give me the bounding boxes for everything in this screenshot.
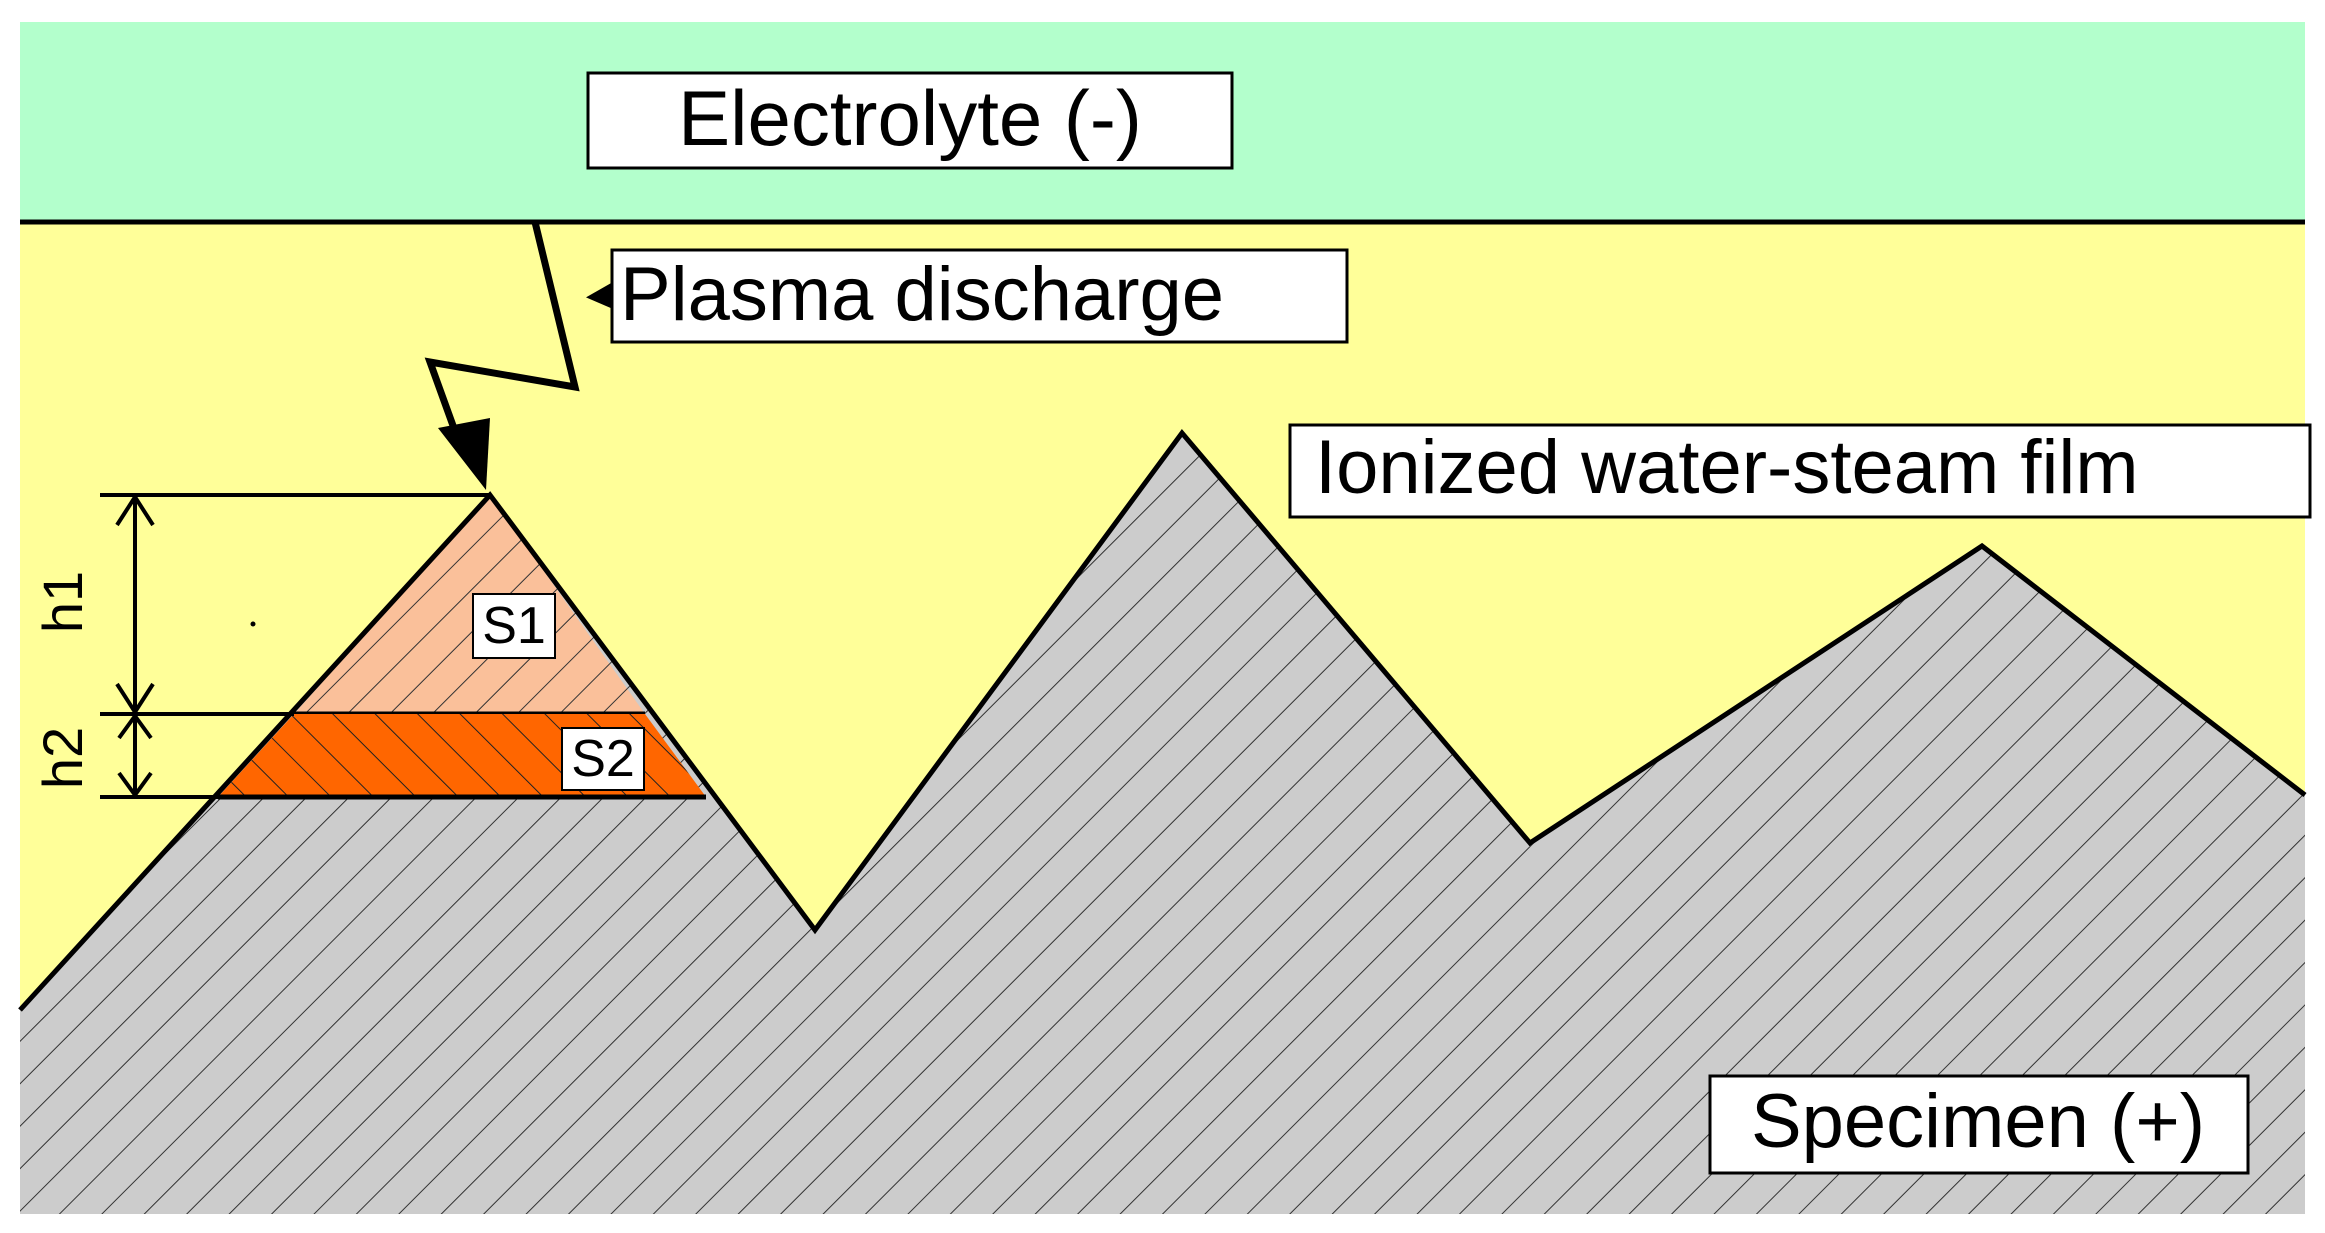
plasma-label: Plasma discharge (620, 252, 1224, 337)
film-label-box (1288, 423, 2312, 519)
h1-dimension-arrow (115, 493, 155, 716)
h2-dimension-arrow (117, 712, 153, 799)
electrolyte-label: Electrolyte (-) (678, 74, 1142, 162)
electrolyte-label-box (586, 71, 1234, 170)
plasma-pointer (586, 280, 617, 311)
s1-label-box (472, 593, 556, 659)
h2-label: h2 (31, 727, 94, 789)
s1-label: S1 (482, 597, 546, 655)
specimen-label-box (1708, 1074, 2250, 1175)
specimen-label: Specimen (+) (1751, 1079, 2205, 1164)
s2-label-box (561, 727, 645, 791)
plasma-label-box (610, 248, 1349, 344)
plasma-bolt (424, 221, 580, 447)
s2-label: S2 (571, 730, 635, 788)
stray-dot (250, 621, 256, 627)
film-label: Ionized water-steam film (1315, 425, 2139, 510)
plasma-bolt-arrowhead (438, 418, 490, 490)
h1-label: h1 (31, 571, 94, 633)
